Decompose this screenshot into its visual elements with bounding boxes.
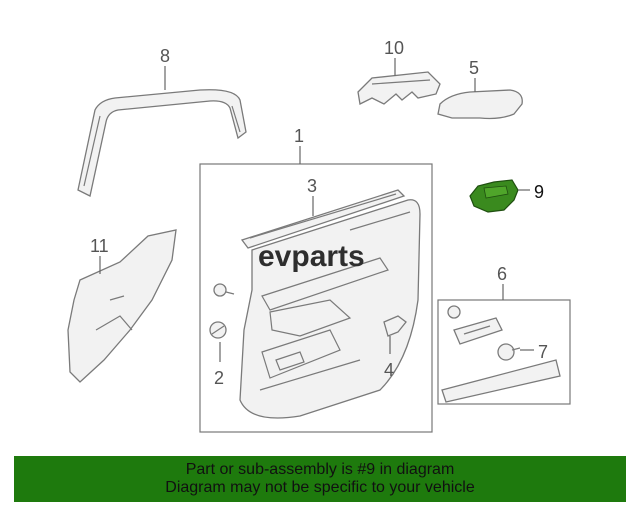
callout-2: 2 <box>214 368 224 388</box>
part-7-clip[interactable] <box>497 343 521 361</box>
part-1-door-trim-panel[interactable] <box>239 199 421 419</box>
watermark-text: evparts <box>258 240 365 273</box>
part-2-clip-loose[interactable] <box>213 283 235 297</box>
banner-line-1: Part or sub-assembly is #9 in diagram <box>185 461 455 478</box>
callout-1: 1 <box>294 126 304 146</box>
part-2-clip[interactable] <box>209 321 227 339</box>
banner-line-2: Diagram may not be specific to your vehi… <box>165 479 475 496</box>
part-11-watershield[interactable] <box>67 229 177 383</box>
part-9-highlighted-switch[interactable] <box>469 179 519 213</box>
callout-11: 11 <box>90 236 109 256</box>
part-4-clip[interactable] <box>383 315 407 337</box>
evparts-watermark-logo: evparts <box>258 240 365 273</box>
part-8-frame-molding[interactable] <box>77 89 247 197</box>
parts-diagram: 8 10 5 9 1 3 <box>67 38 571 433</box>
callout-3: 3 <box>307 176 317 196</box>
part-6-garnish-set[interactable] <box>441 305 561 403</box>
part-1-group-box <box>199 163 433 433</box>
callout-6: 6 <box>497 264 507 284</box>
callout-4: 4 <box>384 360 394 380</box>
callout-8: 8 <box>160 46 170 66</box>
callout-5: 5 <box>469 58 479 78</box>
callout-7: 7 <box>538 342 548 362</box>
part-5-armrest-cover[interactable] <box>437 89 523 120</box>
part-10-switch-panel[interactable] <box>357 71 441 105</box>
part-3-weatherstrip[interactable] <box>240 189 406 249</box>
info-banner: Part or sub-assembly is #9 in diagram Di… <box>14 456 626 502</box>
part-6-group-box <box>437 299 571 405</box>
callout-9: 9 <box>534 182 544 202</box>
callout-10: 10 <box>384 38 404 58</box>
